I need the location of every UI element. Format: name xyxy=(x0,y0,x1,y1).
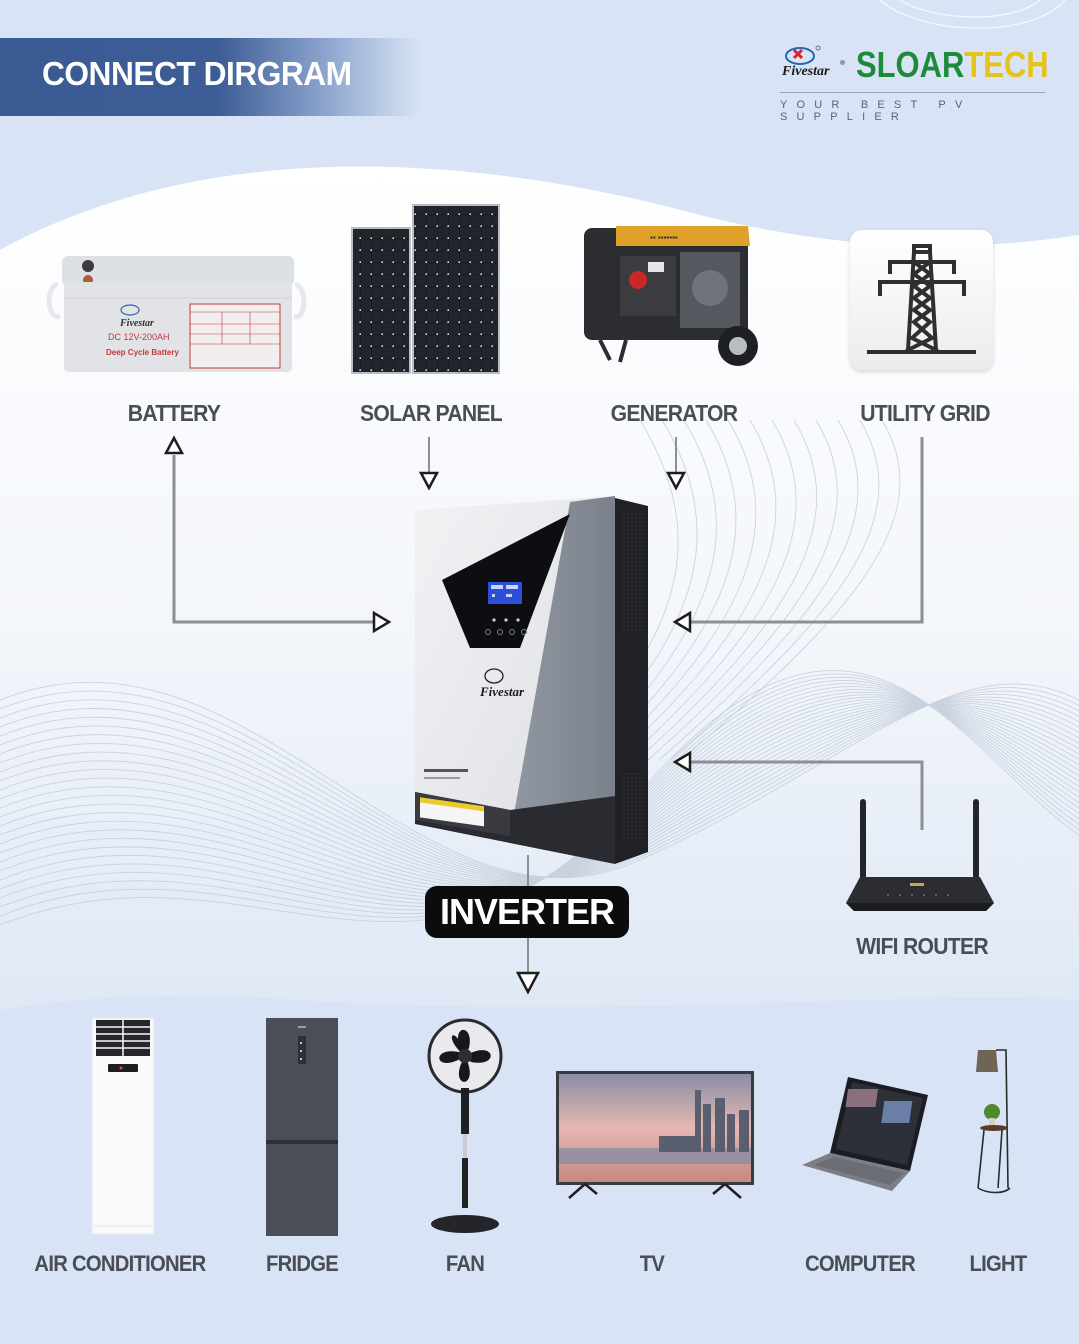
wave-line xyxy=(0,703,1079,886)
wave-line xyxy=(0,690,1079,878)
source-label-battery: BATTERY xyxy=(127,400,221,426)
load-label-fridge: FRIDGE xyxy=(265,1251,339,1276)
router-label: WIFI ROUTER xyxy=(856,933,989,959)
source-label-generator: GENERATOR xyxy=(610,400,738,426)
wave-line xyxy=(0,696,1079,878)
battery-type-text: Deep Cycle Battery xyxy=(106,348,179,357)
wifi-router-icon xyxy=(846,799,994,911)
laptop-icon xyxy=(802,1077,928,1191)
floor-lamp-icon xyxy=(976,1049,1011,1194)
battery-rating-text: DC 12V-200AH xyxy=(108,332,170,342)
inverter-brand-text: Fivestar xyxy=(479,684,525,699)
fivestar-logo-text: Fivestar xyxy=(782,64,830,79)
inverter-icon: Fivestar xyxy=(415,496,648,864)
wave-line xyxy=(0,704,1079,882)
page-title: CONNECT DIRGRAM xyxy=(42,55,352,92)
wave-line xyxy=(0,704,1079,884)
wave-line xyxy=(0,693,1079,878)
wave-line xyxy=(0,701,1079,879)
power-tower-icon xyxy=(867,244,976,354)
wave-line xyxy=(0,702,1079,880)
wave-line xyxy=(0,681,1079,879)
fivestar-logo-icon xyxy=(785,45,821,65)
wave-line xyxy=(0,703,1079,881)
inverter-label-badge: INVERTER xyxy=(425,886,629,938)
wave-line xyxy=(0,704,1079,883)
solar-panel-icon xyxy=(351,204,500,374)
title-banner xyxy=(0,38,420,116)
brand-name-part2: TECH xyxy=(964,44,1049,85)
logo-separator-dot xyxy=(840,60,845,65)
battery-brand-text: Fivestar xyxy=(119,318,154,329)
fan-icon xyxy=(427,1018,503,1233)
brand-tagline: YOUR BEST PV SUPPLIER xyxy=(780,99,972,123)
generator-icon: ▪▪ ▪▪▪▪▪▪▪ xyxy=(584,226,758,366)
source-label-utility-grid: UTILITY GRID xyxy=(860,400,990,426)
brand-name-part1: SLOAR xyxy=(856,44,965,85)
tv-icon xyxy=(556,1071,754,1199)
brand-logo: SLOARTECH xyxy=(856,44,1049,86)
load-label-tv: TV xyxy=(639,1251,665,1276)
wave-line xyxy=(0,699,1079,879)
battery-icon: Fivestar DC 12V-200AH Deep Cycle Battery xyxy=(46,256,307,372)
svg-text:▪▪ ▪▪▪▪▪▪▪: ▪▪ ▪▪▪▪▪▪▪ xyxy=(650,233,678,242)
air-conditioner-icon xyxy=(91,1017,155,1235)
brand-divider xyxy=(780,92,1045,93)
load-label-air-conditioner: AIR CONDITIONER xyxy=(34,1251,206,1276)
utility-grid-tile xyxy=(850,230,993,370)
load-label-computer: COMPUTER xyxy=(805,1251,916,1276)
source-label-solar-panel: SOLAR PANEL xyxy=(360,400,503,426)
load-label-fan: FAN xyxy=(445,1251,485,1276)
wave-line xyxy=(0,687,1079,878)
fridge-icon xyxy=(266,1018,338,1236)
load-label-light: LIGHT xyxy=(969,1251,1027,1276)
